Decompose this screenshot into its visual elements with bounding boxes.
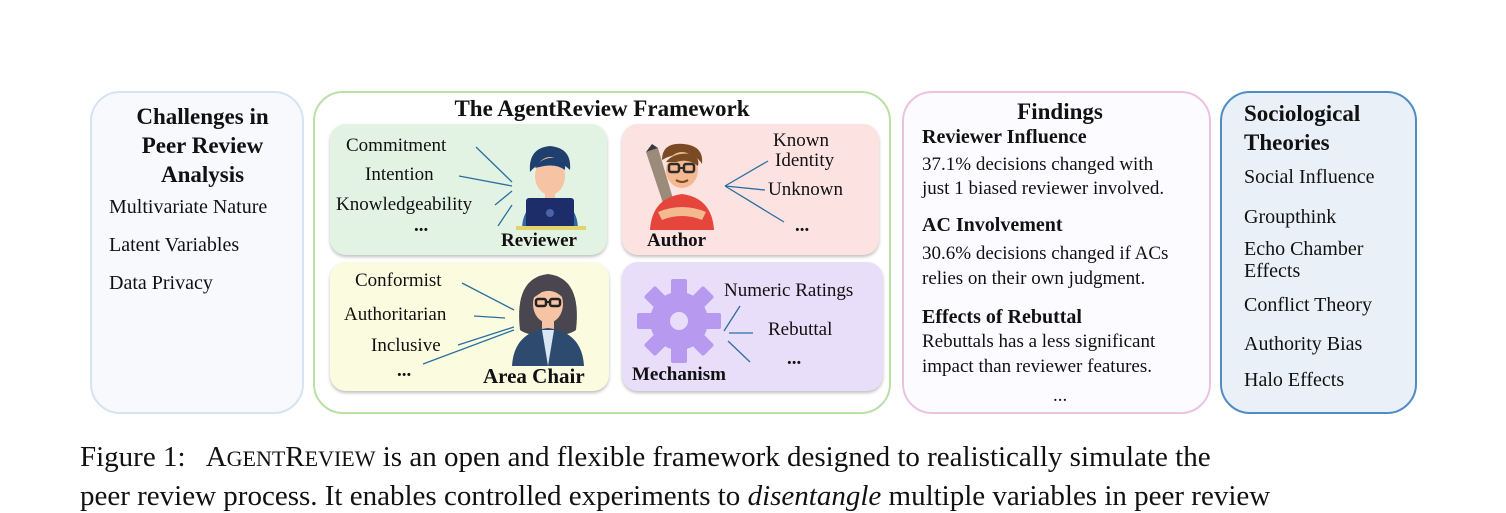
theory-halo-effects: Halo Effects xyxy=(1244,369,1345,391)
theory-conflict: Conflict Theory xyxy=(1244,294,1372,316)
reviewer-card xyxy=(330,124,607,255)
mechanism-attr-rebuttal: Rebuttal xyxy=(768,319,833,340)
figure-label: Figure 1: xyxy=(80,441,186,473)
theory-echo-chamber: Echo Chamber xyxy=(1244,238,1364,260)
author-attr-identity: Identity xyxy=(775,150,835,171)
reviewer-attr-commitment: Commitment xyxy=(346,135,447,156)
challenge-item-latent: Latent Variables xyxy=(109,234,240,256)
caption-emphasis: disentangle xyxy=(747,480,882,512)
theories-title-line2: Theories xyxy=(1244,130,1330,155)
findings-panel xyxy=(902,91,1211,414)
finding-heading-rebuttal: Effects of Rebuttal xyxy=(922,306,1082,328)
ac-ellipsis: ... xyxy=(397,360,412,381)
reviewer-ellipsis: ... xyxy=(414,215,429,236)
mechanism-ellipsis: ... xyxy=(787,348,802,369)
theory-echo-chamber-effects: Effects xyxy=(1244,260,1301,282)
theory-authority-bias: Authority Bias xyxy=(1244,333,1363,355)
area-chair-person-icon xyxy=(512,274,584,366)
challenge-item-privacy: Data Privacy xyxy=(109,272,213,294)
figure-caption-line1: Figure 1: AGENTREVIEW is an open and fle… xyxy=(80,441,1211,474)
area-chair-label: Area Chair xyxy=(483,364,585,388)
caption-line2-b: multiple variables in peer review xyxy=(881,480,1271,512)
author-attr-unknown: Unknown xyxy=(768,179,843,200)
finding-text-1a: 37.1% decisions changed with xyxy=(922,154,1154,175)
finding-text-2a: 30.6% decisions changed if ACs xyxy=(922,243,1169,264)
framework-name: AGENTREVIEW xyxy=(205,441,376,473)
theory-groupthink: Groupthink xyxy=(1244,206,1337,228)
finding-heading-ac-involvement: AC Involvement xyxy=(922,214,1063,236)
author-pen-person-icon xyxy=(646,143,714,230)
theories-title-line1: Sociological xyxy=(1244,101,1361,126)
finding-text-1b: just 1 biased reviewer involved. xyxy=(922,178,1165,199)
reviewer-attr-intention: Intention xyxy=(365,164,434,185)
ac-attr-authoritarian: Authoritarian xyxy=(344,304,447,325)
findings-ellipsis: ... xyxy=(1053,385,1068,406)
reviewer-person-icon xyxy=(516,146,586,230)
theory-social-influence: Social Influence xyxy=(1244,166,1375,188)
findings-title: Findings xyxy=(1017,99,1103,124)
challenges-title: Challenges in Peer Review Analysis xyxy=(136,104,269,187)
finding-text-3a: Rebuttals has a less significant xyxy=(922,331,1156,352)
finding-text-2b: relies on their own judgment. xyxy=(922,268,1146,289)
reviewer-label: Reviewer xyxy=(501,230,577,251)
reviewer-attr-knowledgeability: Knowledgeability xyxy=(336,194,473,215)
finding-text-3b: impact than reviewer features. xyxy=(922,356,1152,377)
ac-attr-conformist: Conformist xyxy=(355,270,442,291)
challenge-item-multivariate: Multivariate Nature xyxy=(109,196,268,218)
theories-panel xyxy=(1220,91,1417,414)
ac-attr-inclusive: Inclusive xyxy=(371,335,441,356)
caption-line1-text: is an open and flexible framework design… xyxy=(375,441,1211,473)
mechanism-attr-ratings: Numeric Ratings xyxy=(724,280,854,301)
gear-icon xyxy=(637,279,721,363)
caption-line2-a: peer review process. It enables controll… xyxy=(80,480,748,512)
author-ellipsis: ... xyxy=(795,215,810,236)
author-label: Author xyxy=(647,230,707,251)
figure-caption-line2: peer review process. It enables controll… xyxy=(80,480,1270,513)
mechanism-label: Mechanism xyxy=(632,364,726,385)
framework-title: The AgentReview Framework xyxy=(454,96,750,121)
finding-heading-reviewer-influence: Reviewer Influence xyxy=(922,126,1087,148)
author-attr-known: Known xyxy=(773,130,829,151)
challenges-panel xyxy=(90,91,304,414)
